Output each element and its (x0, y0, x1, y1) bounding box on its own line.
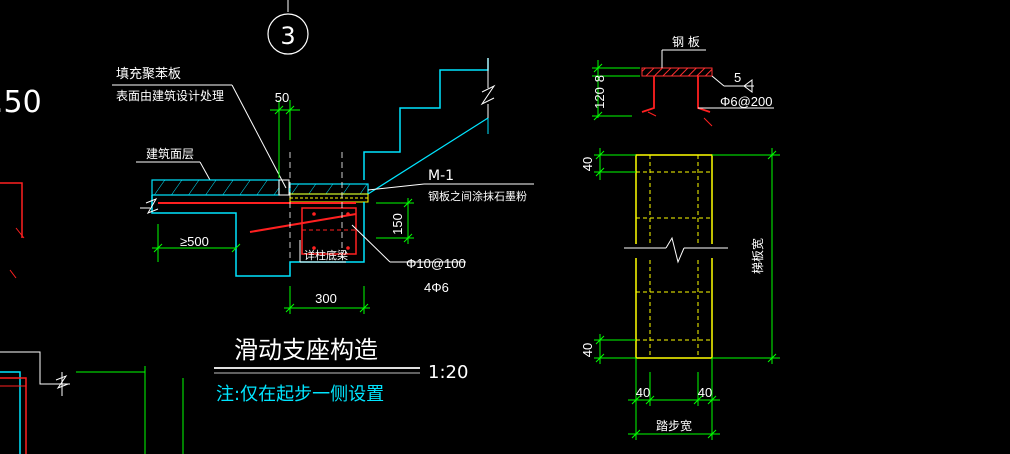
dim-40-right-text: 40 (698, 385, 712, 400)
anchor-rebar-text: Φ6@200 (720, 94, 773, 109)
dim-8-text: 8 (592, 75, 607, 82)
beam-outline (151, 195, 365, 277)
left-margin-fragments: .50 (0, 85, 184, 454)
dim-40-left-text: 40 (636, 385, 650, 400)
stair-soffit (367, 117, 489, 195)
scale-fragment-text: .50 (0, 85, 42, 120)
dim-width-label: 梯板宽 (750, 238, 765, 274)
detail-note: 注:仅在起步一侧设置 (216, 384, 384, 405)
embed-label: M-1 (428, 168, 454, 184)
dim-300-text: 300 (315, 291, 337, 306)
beam-stirrup (301, 207, 357, 255)
sliding-support-section: 50 150 ≥500 300 填充聚苯板 表面由建筑设计处理 建筑面层 (112, 58, 534, 405)
detail-title: 滑动支座构造 (234, 336, 378, 364)
dim-step-label: 踏步宽 (656, 418, 692, 433)
floor-finish-layer (151, 179, 280, 196)
detail-marker-number: 3 (280, 22, 295, 50)
plate-plan-view: 40 40 梯板宽 40 40 踏步宽 (580, 148, 780, 440)
dim-120-text: 120 (592, 87, 607, 109)
rebar-main-text: 4Φ6 (424, 280, 449, 295)
dim-150-text: 150 (390, 213, 405, 235)
note-steel-plate-graphite: 钢板之间涂抹石墨粉 (428, 189, 527, 203)
detail-marker: 3 (267, 0, 309, 55)
note-fill-board-line1: 填充聚苯板 (116, 66, 181, 82)
dim-50-text: 50 (275, 90, 289, 105)
steel-plate (641, 67, 713, 77)
note-fill-board-line2: 表面由建筑设计处理 (116, 88, 224, 103)
weld-size-text: 5 (734, 70, 741, 85)
note-finish-layer: 建筑面层 (146, 146, 194, 161)
sliding-plate-upper (289, 183, 369, 195)
stair-outline (363, 58, 489, 180)
plate-section-detail: 8 120 钢 板 5 Φ6@200 (592, 35, 774, 127)
dim-500-text: ≥500 (180, 234, 209, 249)
dim-40-bottom-text: 40 (580, 343, 595, 357)
detail-marker-circle (267, 13, 309, 55)
plate-label: 钢 板 (672, 35, 700, 49)
dim-40-top-text: 40 (580, 157, 595, 171)
rebar-stirrup-text: Φ10@100 (406, 256, 466, 271)
detail-scale: 1:20 (428, 362, 468, 383)
note-see-beam: 详柱底梁 (304, 248, 348, 262)
